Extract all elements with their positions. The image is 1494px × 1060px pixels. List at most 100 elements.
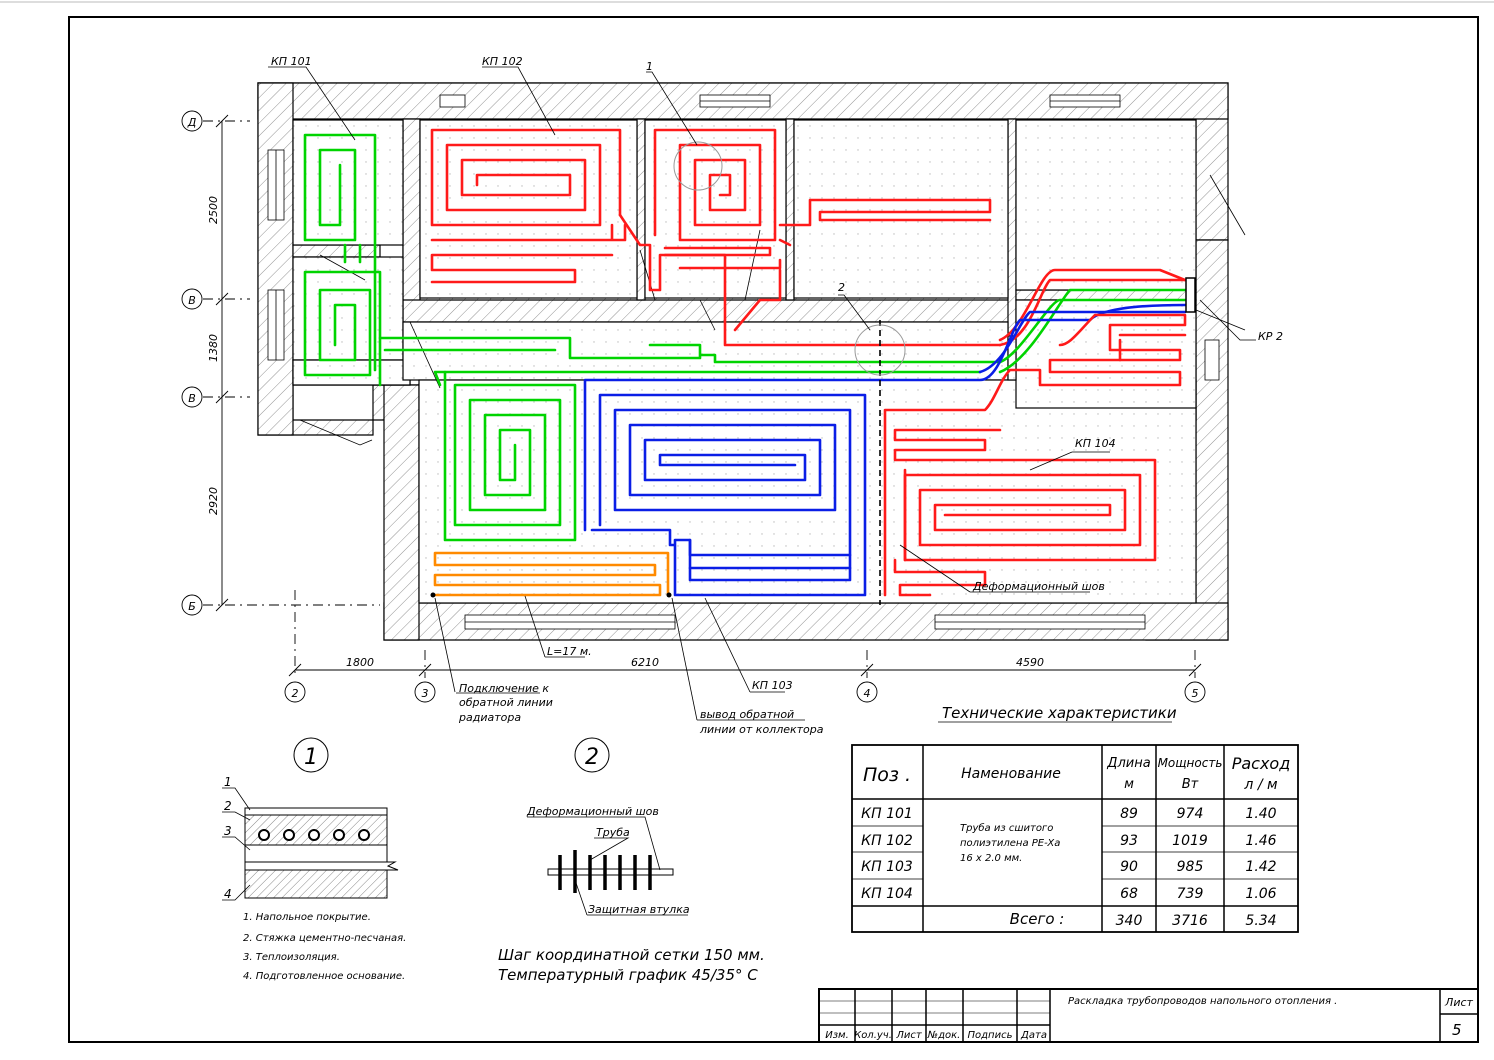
dim-vertical-1: 2500 [207,196,220,224]
axis-col-3: 4 [864,687,871,700]
desc-2: полиэтилена PE-Xa [960,838,1060,849]
windows [267,94,1220,630]
th-length-2: м [1124,777,1134,792]
label-kp101: КП 101 [271,55,312,68]
row2-pos: КП 102 [861,833,913,849]
row2-length: 93 [1120,833,1138,849]
stamp-col-2: Кол.уч. [854,1030,892,1041]
dim-horizontal-3: 4590 [1016,656,1044,669]
row1-flow: 1.40 [1245,806,1276,822]
dim-horizontal-2: 6210 [631,656,659,669]
collector-kr2 [1185,277,1196,313]
stamp-col-6: Дата [1020,1030,1047,1041]
stamp-col-3: Лист [895,1030,923,1041]
spec-table: Технические характеристики Поз . Наменов… [851,704,1299,933]
detail-2-deform-label: Деформационный шов [526,805,659,818]
th-flow-1: Расход [1232,754,1291,773]
stamp-sheet-number: 5 [1452,1021,1462,1039]
detail-2-pipe-label: Труба [596,826,630,839]
row2-flow: 1.46 [1245,833,1276,849]
th-flow-2: л / м [1243,777,1278,793]
label-radiator-conn-1: Подключение к [459,682,549,695]
detail-1: 1 1 2 3 4 1. Напольное покрытие. 2. Стяж… [222,737,406,982]
note-grid-step: Шаг координатной сетки 150 мм. [498,946,765,964]
th-pos: Поз . [863,764,911,786]
table-row: КП 103 90 985 1.42 [861,859,1276,875]
stamp-col-4: №док. [927,1030,961,1041]
leaders [268,66,1256,721]
label-collector-out-2: линии от коллектора [699,723,824,736]
row3-power: 985 [1177,859,1204,875]
label-deform-joint: Деформационный шов [972,580,1105,593]
th-power-2: Вт [1182,777,1199,792]
detail-circle-2 [854,324,906,376]
layer-number-1: 1 [224,775,232,789]
legend-4: 4. Подготовленное основание. [243,971,405,982]
legend-2: 2. Стяжка цементно-песчаная. [243,933,406,944]
row3-flow: 1.42 [1245,859,1276,875]
note-temperature: Температурный график 45/35° С [498,966,758,984]
label-kp104: КП 104 [1075,437,1116,450]
total-label: Всего : [1010,910,1065,928]
th-length-1: Длина [1106,756,1150,771]
room-f [1015,119,1197,291]
sheet-frame [68,16,1479,1043]
desc-3: 16 х 2.0 мм. [960,853,1022,864]
dim-vertical-3: 2920 [207,487,220,515]
row4-power: 739 [1177,886,1204,902]
legend-1: 1. Напольное покрытие. [243,912,371,923]
dim-horizontal-1: 1800 [346,656,374,669]
loop-kp103 [583,303,1187,597]
label-mark-1: 1 [646,60,653,73]
loop-radiator-return [433,551,670,597]
axis-col-1: 2 [292,687,299,700]
label-radiator-conn-3: радиатора [458,711,521,724]
loop-kp104 [883,313,1187,597]
room-b [292,256,404,361]
dim-vertical-2: 1380 [207,334,220,362]
row4-flow: 1.06 [1245,886,1276,902]
table-row: КП 104 68 739 1.06 [861,886,1276,902]
axis-col-2: 3 [422,687,429,700]
row2-power: 1019 [1172,833,1208,849]
title-block: Изм. Кол.уч. Лист №док. Подпись Дата Рас… [818,988,1479,1043]
detail-circle-1 [673,141,723,191]
room-e [793,119,1009,299]
label-mark-2: 2 [838,281,845,294]
label-length: L=17 м. [547,645,592,658]
axis-col-4: 5 [1192,687,1199,700]
legend-3: 3. Теплоизоляция. [243,952,340,963]
layer-number-4: 4 [224,887,232,901]
detail-2-number: 2 [585,745,599,770]
row3-pos: КП 103 [861,859,913,875]
axis-row-1: Д [187,116,197,129]
total-flow: 5.34 [1245,913,1276,929]
axis-row-2: В [188,294,196,307]
table-total-row: Всего : 340 3716 5.34 [1010,910,1277,929]
th-name: Наменование [961,766,1061,782]
row1-length: 89 [1120,806,1138,822]
total-power: 3716 [1172,913,1208,929]
stamp-sheet-label: Лист [1444,996,1473,1009]
row1-pos: КП 101 [861,806,913,822]
row1-power: 974 [1177,806,1204,822]
hall [418,379,1197,604]
label-kp102: КП 102 [482,55,523,68]
detail-1-number: 1 [304,745,318,770]
room-a [292,119,404,246]
detail-2-sleeve-label: Защитная втулка [588,903,690,916]
stamp-title: Раскладка трубопроводов напольного отопл… [1068,995,1337,1007]
total-length: 340 [1116,913,1143,929]
table-row: КП 101 89 974 1.40 [861,806,1276,822]
stamp-col-5: Подпись [968,1030,1013,1041]
room-g [1015,299,1197,409]
row3-length: 90 [1120,859,1138,875]
row4-length: 68 [1120,886,1138,902]
label-kr2: КР 2 [1258,330,1283,343]
desc-1: Труба из сшитого [960,822,1053,834]
grid-axes [181,110,1206,703]
layer-number-2: 2 [224,799,232,813]
table-row: КП 102 93 1019 1.46 [861,833,1276,849]
label-kp103: КП 103 [752,679,793,692]
